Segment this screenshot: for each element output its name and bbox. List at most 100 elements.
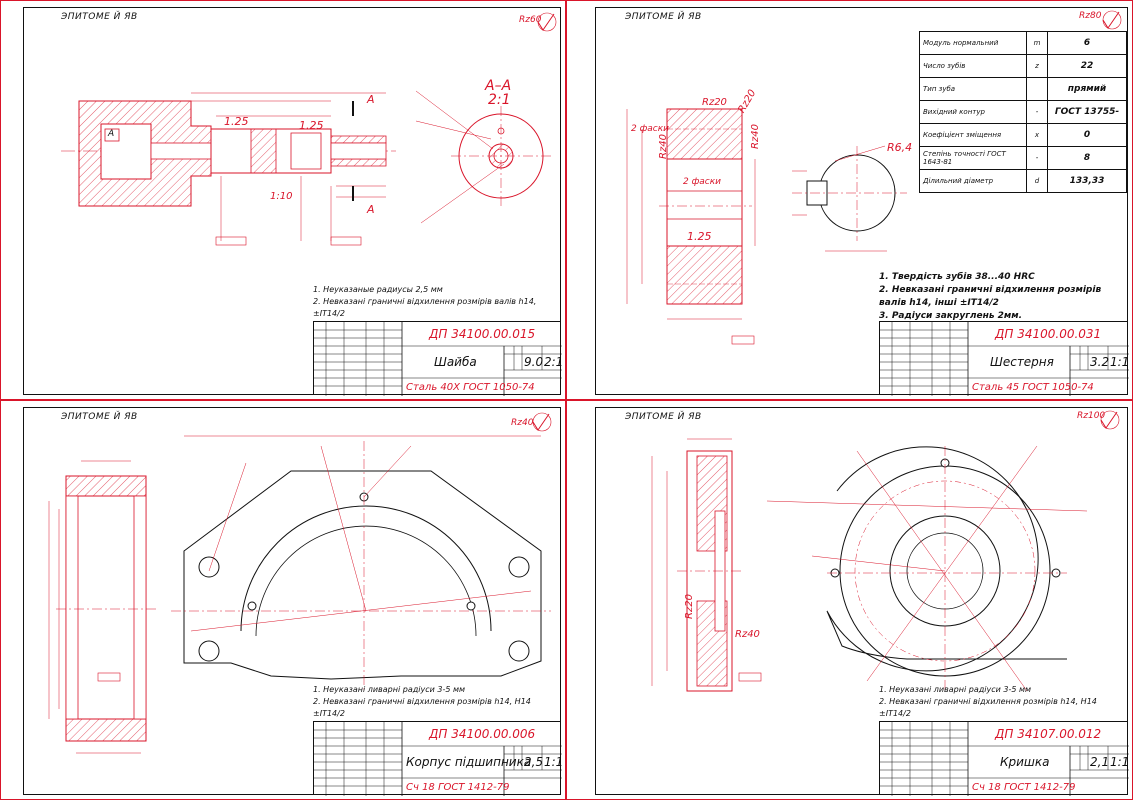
drawing-frame [595,407,1128,795]
roughness-mark-icon [1102,10,1122,30]
gear-drawing [626,108,907,345]
title-block-grid [880,722,1129,796]
title-block: ДП 34100.00.015 Шайба 9.0 2:1 Сталь 40Х … [313,321,564,396]
housing-drawing [48,435,551,754]
note: 2. Невказані граничні відхилення розмірі… [879,285,1102,308]
param-value: 133,33 [1047,169,1127,193]
drawing-code: ДП 34107.00.012 [995,727,1102,741]
sheet-cover[interactable]: ЭПИТОМЕ Й ЯВ Rz100 [566,400,1133,800]
title-block-grid [880,322,1129,396]
drawing-code: ДП 34100.00.031 [995,327,1102,341]
dimension-label: 1.25 [299,119,324,132]
table-row: Степінь точності ГОСТ 1643-81-8 [919,146,1127,170]
sheet-stamp: ЭПИТОМЕ Й ЯВ [61,12,138,22]
part-scale: 1:1 [544,755,564,769]
roughness-callout: Rz40 [657,134,669,159]
dimension-label: R6,4 [887,141,913,154]
part-name: Корпус підшипника [406,755,532,769]
part-scale: 2:1 [544,355,564,369]
roughness-callout: Rz40 [749,124,761,149]
technical-notes: 1. Неуказаные радиусы 2,5 мм 2. Невказан… [313,284,553,320]
param-name: Степінь точності ГОСТ 1643-81 [919,146,1027,170]
part-name: Шестерня [990,355,1054,369]
roughness-label: Rz100 [1077,411,1106,421]
section-mark: А [367,93,375,106]
title-block-grid [314,322,562,396]
part-material: Сч 18 ГОСТ 1412-79 [972,782,1076,793]
param-name: Тип зуба [919,77,1027,101]
sheet-stamp: ЭПИТОМЕ Й ЯВ [625,12,702,22]
technical-notes: 1. Неуказані ливарні радіуси 3-5 мм 2. Н… [879,684,1119,720]
technical-notes: 1. Неуказані ливарні радіуси 3-5 мм 2. Н… [313,684,553,720]
drawing-frame [23,7,561,395]
part-material: Сталь 45 ГОСТ 1050-74 [972,382,1094,393]
technical-notes: 1. Твердість зубів 38...40 HRC 2. Невказ… [879,271,1127,323]
title-block: ДП 34100.00.006 Корпус підшипника 2,5 1:… [313,721,564,796]
part-mass: 9.0 [524,355,544,369]
cover-drawing [651,438,1088,692]
roughness-callout: Rz20 [683,594,695,619]
note: 2. Невказані граничні відхилення розмірі… [313,297,537,318]
sheet-stamp: ЭПИТОМЕ Й ЯВ [61,412,138,422]
param-name: Вихідний контур [919,100,1027,124]
base-mark: А [108,129,115,139]
part-scale: 1:1 [1110,755,1130,769]
param-value: 22 [1047,54,1127,78]
roughness-label: Rz80 [1079,11,1102,21]
note: 1. Неуказані ливарні радіуси 3-5 мм [879,685,1032,694]
part-scale: 1:1 [1110,355,1130,369]
roughness-callout: Rz40 [735,629,760,640]
note: 2. Невказані граничні відхилення розмірі… [313,697,531,706]
drawing-code: ДП 34100.00.015 [429,327,536,341]
part-name: Шайба [434,355,477,369]
sheet-sleeve[interactable]: ЭПИТОМЕ Й ЯВ Rz60 [0,0,566,400]
dimension-label: 1.25 [687,230,712,243]
section-title: А–А [485,78,512,94]
note: ±IT14/2 [879,709,911,718]
roughness-label: Rz60 [519,15,542,25]
note: 2. Невказані граничні відхилення розмірі… [879,697,1097,706]
roughness-label: Rz40 [511,418,534,428]
part-mass: 2,5 [524,755,544,769]
section-mark: А [367,203,375,216]
sheet-housing[interactable]: ЭПИТОМЕ Й ЯВ Rz40 [0,400,566,800]
param-name: Ділильний діаметр [919,169,1027,193]
chamfer-label: 2 фаски [631,124,670,134]
title-block: ДП 34100.00.031 Шестерня 3.2 1:1 Сталь 4… [879,321,1130,396]
table-row: Тип зуба прямий [919,77,1127,101]
param-value: ГОСТ 13755- [1047,100,1127,124]
sleeve-drawing [61,90,551,246]
roughness-mark-icon [537,12,557,32]
title-block-grid [314,722,562,796]
title-block: ДП 34107.00.012 Кришка 2,1 1:1 Сч 18 ГОС… [879,721,1130,796]
part-name: Кришка [1000,755,1050,769]
param-value: прямий [1047,77,1127,101]
drawing-frame [23,407,561,795]
note: 3. Радіуси закруглень 2мм. [879,311,1023,321]
part-material: Сталь 40Х ГОСТ 1050-74 [406,382,535,393]
note: 1. Неуказані ливарні радіуси 3-5 мм [313,685,466,694]
section-scale: 2:1 [488,92,511,108]
param-name: Коефіцієнт зміщення [919,123,1027,147]
drawing-code: ДП 34100.00.006 [429,727,536,741]
part-mass: 3.2 [1090,355,1110,369]
part-material: Сч 18 ГОСТ 1412-79 [406,782,510,793]
dimension-label: 1:10 [270,191,293,202]
drawing-frame [595,7,1128,395]
note: ±IT14/2 [313,709,345,718]
param-name: Модуль нормальний [919,31,1027,55]
param-name: Число зубів [919,54,1027,78]
dimension-label: 1.25 [224,115,249,128]
note: 1. Неуказаные радиусы 2,5 мм [313,285,443,294]
chamfer-label: 2 фаски [683,177,722,187]
note: 1. Твердість зубів 38...40 HRC [879,272,1035,282]
roughness-callout: Rz20 [702,97,727,108]
param-value: 0 [1047,123,1127,147]
